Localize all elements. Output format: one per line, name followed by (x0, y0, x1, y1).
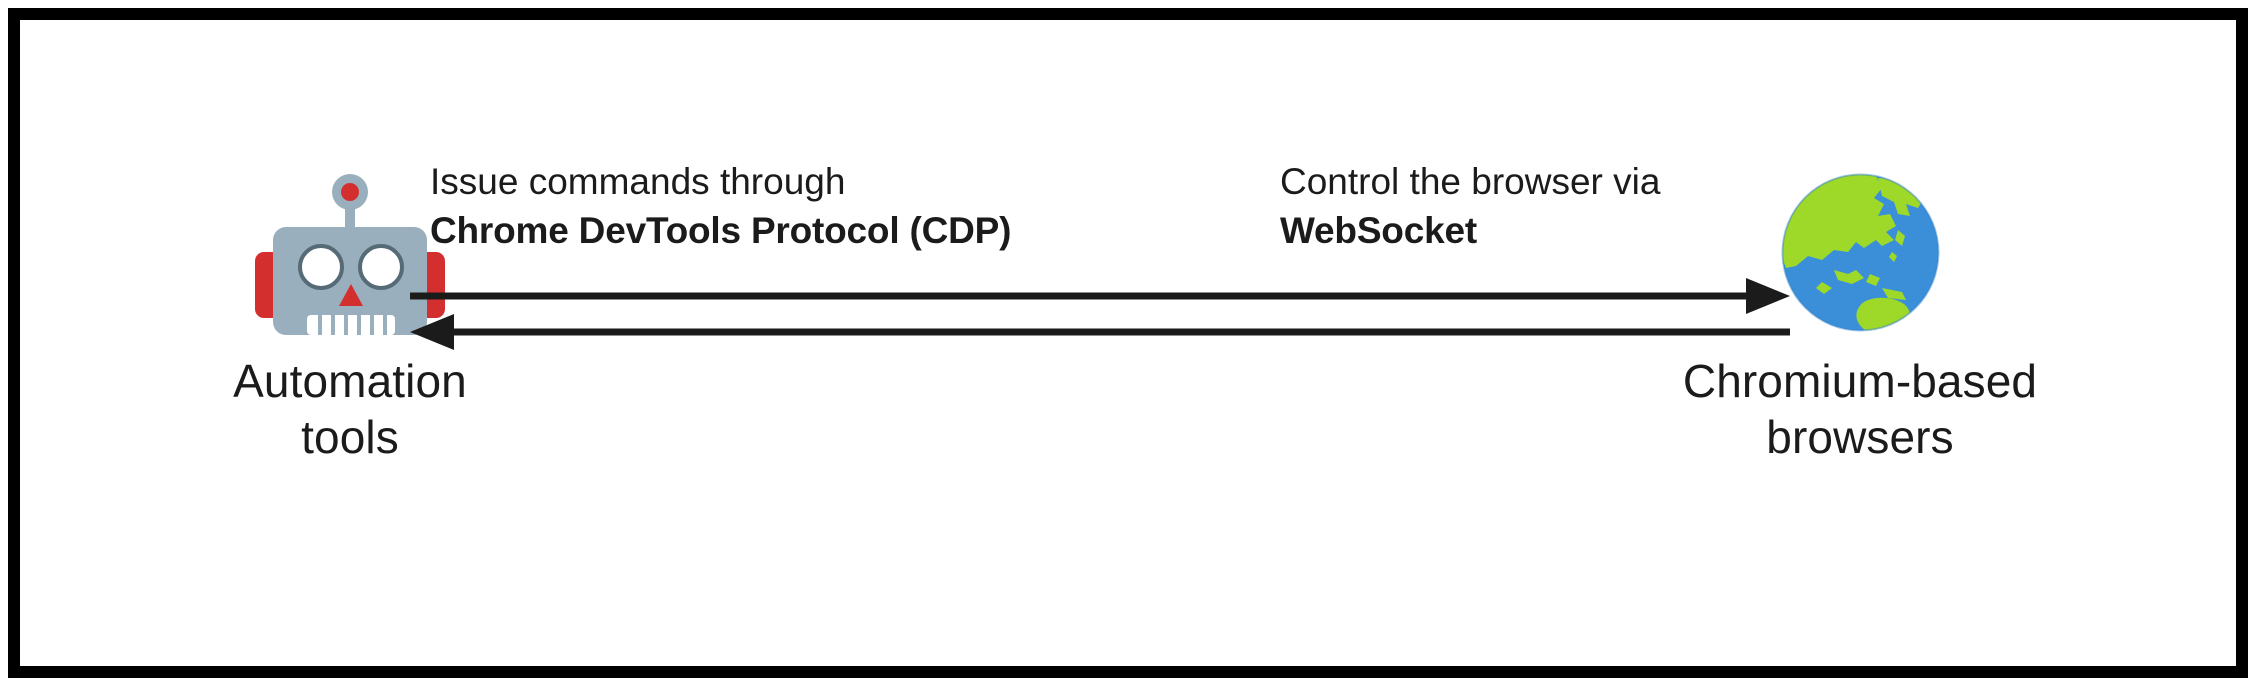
globe-icon (1580, 173, 2140, 335)
edge-label-websocket-line2: WebSocket (1280, 209, 1477, 251)
node-automation-tools-caption: Automation tools (140, 353, 560, 465)
caption-line-1: Chromium-based (1682, 355, 2038, 407)
edge-label-cdp-line1: Issue commands through (430, 161, 846, 202)
node-chromium-browsers-caption: Chromium-based browsers (1580, 353, 2140, 465)
edge-label-cdp-line2: Chrome DevTools Protocol (CDP) (430, 209, 1012, 251)
diagram-border (8, 8, 2248, 678)
diagram-canvas: Automation tools (20, 20, 2236, 666)
edge-label-websocket-line1: Control the browser via (1280, 161, 1661, 202)
node-chromium-browsers: Chromium-based browsers (1580, 173, 2140, 465)
caption-line-2: browsers (1766, 411, 1954, 464)
arrow-pair (410, 278, 1790, 368)
arrow-cdp-right (410, 278, 1790, 314)
edge-label-cdp: Issue commands through Chrome DevTools P… (430, 158, 1011, 256)
arrow-websocket-left (410, 314, 1790, 350)
caption-line-1: Automation (233, 355, 467, 407)
caption-line-2: tools (301, 411, 399, 464)
robot-icon (140, 174, 560, 335)
edge-label-websocket: Control the browser via WebSocket (1280, 158, 1660, 256)
node-automation-tools: Automation tools (140, 174, 560, 465)
